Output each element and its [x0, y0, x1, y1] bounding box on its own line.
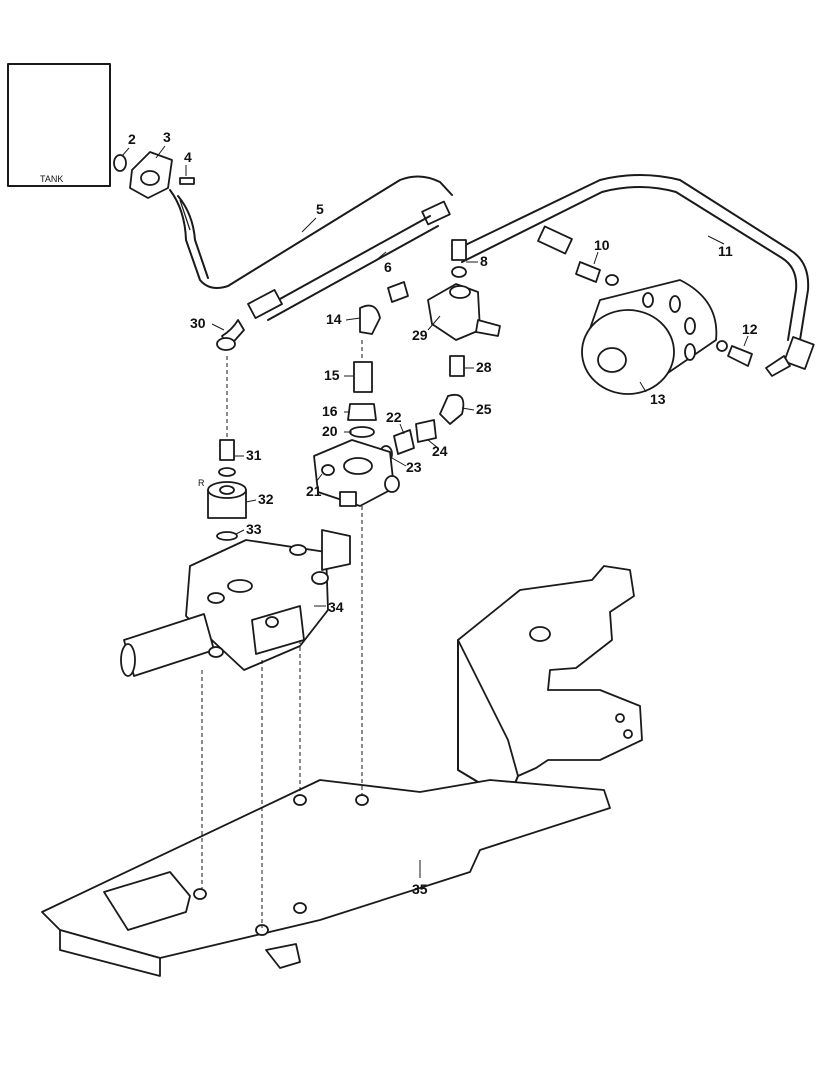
callout-21: 23 [406, 459, 422, 475]
tank-box: TANK [7, 63, 111, 187]
fitting-31 [218, 439, 236, 477]
fitting-6 [575, 261, 619, 286]
callout-22: 24 [432, 443, 448, 459]
callout-23: 25 [476, 401, 492, 417]
relief-plug-32: R [198, 478, 247, 519]
callout-5: 5 [316, 201, 324, 217]
base-plate-35 [41, 779, 611, 977]
callout-15: 20 [322, 423, 338, 439]
callout-12: 14 [326, 311, 342, 327]
callout-2: 3 [163, 129, 171, 145]
callout-13: 15 [324, 367, 340, 383]
callout-24: 28 [476, 359, 492, 375]
callout-4: 4 [184, 149, 192, 165]
fitting-20 [393, 429, 415, 455]
return-line-11 [454, 174, 815, 377]
tank-label: TANK [40, 174, 63, 184]
assembly-centre-lines [201, 340, 363, 928]
callout-6: 10 [594, 237, 610, 253]
callout-29: 6 [384, 259, 392, 275]
callout-leaders [121, 145, 749, 878]
control-valve-34 [120, 529, 351, 677]
oring-33 [216, 531, 238, 541]
fitting-10 [716, 340, 753, 367]
nut-14 [347, 403, 377, 421]
callout-32: 32 [258, 491, 274, 507]
callout-8: 13 [650, 391, 666, 407]
callout-33: 33 [246, 521, 262, 537]
fitting-24 [449, 355, 465, 377]
filter-8 [581, 279, 718, 395]
fitting-28 [451, 239, 467, 278]
callout-34: 34 [328, 599, 344, 615]
oring-15 [349, 426, 375, 438]
callout-3: 2 [128, 131, 136, 147]
callout-10: 12 [742, 321, 758, 337]
callout-25: 29 [412, 327, 428, 343]
callout-labels: 2 3 4 5 6 8 10 11 12 13 14 15 16 20 21 2… [128, 129, 758, 897]
callout-35: 35 [412, 881, 428, 897]
callout-14: 16 [322, 403, 338, 419]
hose-29 [216, 215, 439, 351]
tee-25 [387, 281, 501, 341]
elbow-12 [359, 304, 381, 335]
relief-marker: R [198, 478, 205, 488]
callout-30: 30 [190, 315, 206, 331]
callout-16: 21 [306, 483, 322, 499]
callout-28: 8 [480, 253, 488, 269]
callout-11: 11 [718, 243, 733, 259]
callout-20: 22 [386, 409, 402, 425]
fitting-22 [415, 419, 437, 443]
callout-31: 31 [246, 447, 262, 463]
mounting-bracket [457, 565, 643, 801]
fitting-13 [353, 361, 373, 393]
hose-5 [169, 175, 453, 289]
manifold-16 [313, 439, 400, 507]
elbow-23 [439, 393, 465, 425]
tank-flange [113, 151, 195, 199]
